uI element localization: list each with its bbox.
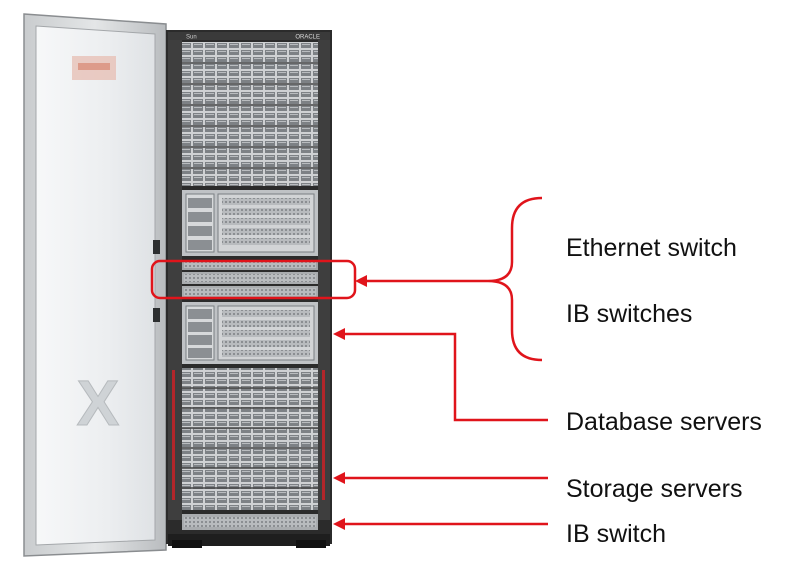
arrowhead-icon xyxy=(355,275,367,287)
storage-servers-lower xyxy=(172,368,325,510)
database-pointer-line xyxy=(344,332,548,422)
brace-icon xyxy=(487,196,543,362)
label-ethernet-switch: Ethernet switch xyxy=(566,234,737,262)
rack-brand-oracle: ORACLE xyxy=(295,35,320,41)
arrowhead-icon xyxy=(333,472,345,484)
switches-highlight-box xyxy=(150,259,357,300)
door-x-logo: X xyxy=(77,367,120,439)
label-ib-switch: IB switch xyxy=(566,520,667,548)
label-storage-servers: Storage servers xyxy=(566,475,743,503)
door-hinge-icon xyxy=(153,308,160,322)
label-ib-switches: IB switches xyxy=(566,300,693,328)
rack-brand-sun: Sun xyxy=(186,35,197,41)
label-database-servers: Database servers xyxy=(566,408,762,436)
storage-servers-upper xyxy=(182,42,318,186)
arrowhead-icon xyxy=(333,328,345,340)
ib-switch-bottom xyxy=(182,514,318,530)
annotation-arrowheads xyxy=(333,275,367,530)
annotation-layer xyxy=(150,196,548,526)
arrowhead-icon xyxy=(333,518,345,530)
network-switches xyxy=(182,260,318,298)
door-hinge-icon xyxy=(153,240,160,254)
rack-door: X xyxy=(23,13,167,557)
database-servers-upper xyxy=(182,190,318,256)
database-servers-lower xyxy=(182,302,318,364)
